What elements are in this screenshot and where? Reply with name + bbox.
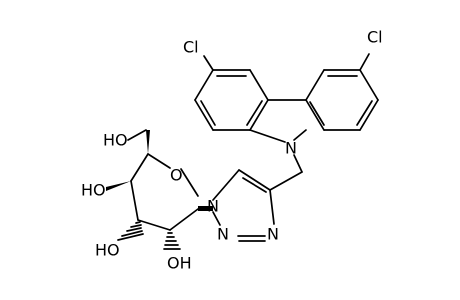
- hash-c2-oh: [163, 232, 181, 250]
- atom-n-triazole-3: N: [267, 225, 279, 244]
- triazole-ring: [212, 169, 275, 242]
- atom-ho-ch2: HO: [103, 131, 128, 150]
- atom-n-triazole-2: N: [217, 225, 229, 244]
- hash-c3-oh: [117, 221, 144, 241]
- carbazole-right-ring: [305, 69, 379, 131]
- atom-oh-c2: OH: [167, 254, 192, 273]
- carbazole-left-ring: [194, 69, 269, 131]
- bond-cl-right: [359, 53, 370, 71]
- methylene-linker: [269, 154, 303, 191]
- wedge-c4-oh: [106, 181, 131, 191]
- atom-n-triazole-1: N: [207, 197, 219, 216]
- carbazole-five-ring: [249, 99, 307, 143]
- pyranose-ring: [130, 153, 199, 231]
- atom-o-ring: O: [170, 166, 183, 185]
- atom-ho-c3: HO: [95, 241, 120, 260]
- atom-cl-right: Cl: [367, 28, 383, 47]
- atom-cl-left: Cl: [183, 38, 199, 57]
- atom-n-carbazole: N: [285, 139, 297, 158]
- wedge-anomeric: [198, 206, 213, 211]
- atom-ho-c4: HO: [81, 181, 106, 200]
- wedge-c5-ch2: [146, 130, 150, 154]
- bond-cl-left: [203, 55, 214, 71]
